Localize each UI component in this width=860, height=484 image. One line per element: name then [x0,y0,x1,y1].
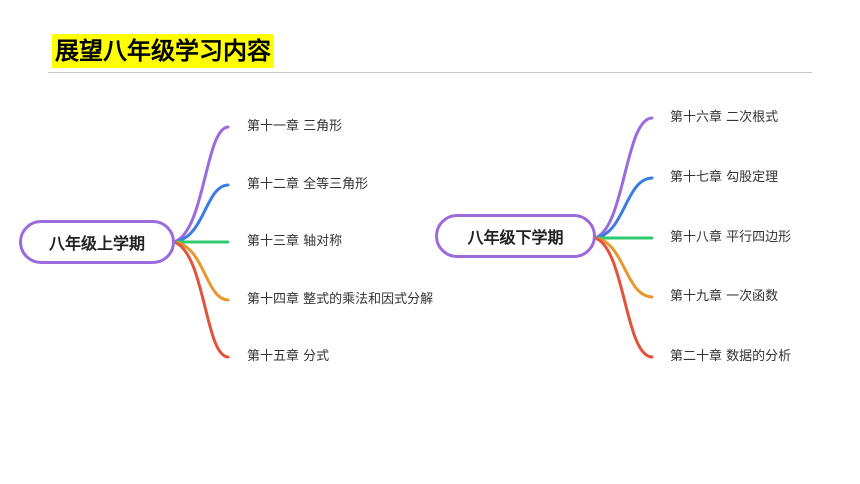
leaf-ch12: 第十二章 全等三角形 [247,177,369,192]
left-branch-5-line [172,240,230,359]
leaf-ch11: 第十一章 三角形 [247,119,343,134]
right-branch-4-line [593,236,654,299]
left-branch-2-line [172,183,230,244]
leaf-ch16: 第十六章 二次根式 [670,110,779,125]
root-node-second-semester: 八年级下学期 [435,214,596,258]
leaf-ch14: 第十四章 整式的乘法和因式分解 [247,292,434,307]
root-node-first-semester: 八年级上学期 [19,220,175,264]
leaf-ch20: 第二十章 数据的分析 [670,349,792,364]
right-branch-2-line [593,176,654,240]
leaf-ch18: 第十八章 平行四边形 [670,230,792,245]
leaf-ch17: 第十七章 勾股定理 [670,170,779,185]
slide-title: 展望八年级学习内容 [52,34,274,68]
right-branch-1-line [593,116,654,240]
leaf-ch19: 第十九章 一次函数 [670,289,779,304]
title-divider [48,72,812,73]
leaf-ch13: 第十三章 轴对称 [247,234,343,249]
right-branch-5-line [593,236,654,359]
leaf-ch15: 第十五章 分式 [247,349,330,364]
left-branch-1-line [172,125,230,244]
left-branch-4-line [172,240,230,302]
